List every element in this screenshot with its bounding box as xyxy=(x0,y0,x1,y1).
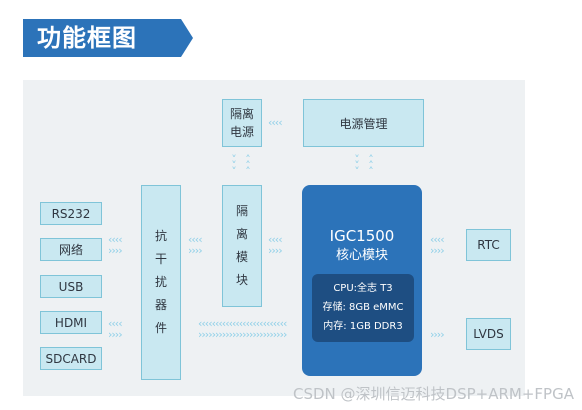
core-specs: CPU:全志 T3 存储: 8GB eMMC 内存: 1GB DDR3 xyxy=(312,274,414,342)
arrow-left-power: ‹‹‹‹ xyxy=(268,116,283,129)
arrow-right-rtc: ›››› xyxy=(430,244,445,257)
rs232-box: RS232 xyxy=(40,202,102,225)
arrow-right-long: ›››››››››››››››››››››››››› xyxy=(198,328,287,341)
isolation-module-label: 隔离模块 xyxy=(235,204,248,287)
arrow-up-core: ˄˄˄ xyxy=(368,153,374,178)
arrow-right-2: ›››› xyxy=(108,328,123,341)
rtc-box: RTC xyxy=(466,229,511,261)
arrow-left-2: ‹‹‹‹ xyxy=(108,317,123,330)
page-title: 功能框图 xyxy=(37,24,137,52)
rs232-label: RS232 xyxy=(51,206,91,221)
arrow-left-3: ‹‹‹‹ xyxy=(188,233,203,246)
arrow-up-isolation: ˄˄˄ xyxy=(245,153,251,178)
usb-label: USB xyxy=(58,279,84,294)
arrow-down-isolation: ˅˅˅ xyxy=(231,153,237,178)
anti-jam-label: 抗干扰器件 xyxy=(154,229,167,335)
arrow-left-long: ‹‹‹‹‹‹‹‹‹‹‹‹‹‹‹‹‹‹‹‹‹‹‹‹‹‹ xyxy=(198,317,287,330)
arrow-left-rtc: ‹‹‹‹ xyxy=(430,233,445,246)
memory-spec: 内存: 1GB DDR3 xyxy=(323,321,403,332)
anti-jam-box: 抗干扰器件 xyxy=(141,185,181,380)
sdcard-label: SDCARD xyxy=(45,351,97,366)
core-module: IGC1500 核心模块 CPU:全志 T3 存储: 8GB eMMC 内存: … xyxy=(302,185,422,376)
usb-box: USB xyxy=(40,275,102,298)
watermark: CSDN @深圳信迈科技DSP+ARM+FPGA xyxy=(293,385,574,403)
network-label: 网络 xyxy=(58,243,83,257)
isolation-power-label: 隔离电源 xyxy=(229,107,254,139)
title-banner: 功能框图 xyxy=(23,19,193,57)
network-box: 网络 xyxy=(40,238,102,261)
power-management-box: 电源管理 xyxy=(303,99,424,147)
core-subtitle: 核心模块 xyxy=(335,248,388,263)
rtc-label: RTC xyxy=(477,238,500,252)
arrow-left-1: ‹‹‹‹ xyxy=(108,233,123,246)
isolation-power-box: 隔离电源 xyxy=(222,99,262,147)
storage-spec: 存储: 8GB eMMC xyxy=(322,302,404,313)
cpu-spec: CPU:全志 T3 xyxy=(333,283,393,294)
hdmi-box: HDMI xyxy=(40,311,102,334)
hdmi-label: HDMI xyxy=(54,315,88,330)
arrow-left-4: ‹‹‹‹ xyxy=(268,233,283,246)
diagram-panel xyxy=(23,80,525,396)
arrow-right-3: ›››› xyxy=(188,244,203,257)
lvds-label: LVDS xyxy=(473,327,504,341)
arrow-right-4: ›››› xyxy=(268,244,283,257)
arrow-right-1: ›››› xyxy=(108,244,123,257)
core-name: IGC1500 xyxy=(329,227,395,245)
power-management-label: 电源管理 xyxy=(339,116,388,131)
arrow-down-core: ˅˅˅ xyxy=(354,153,360,178)
lvds-box: LVDS xyxy=(466,318,511,350)
isolation-module-box: 隔离模块 xyxy=(222,185,262,307)
sdcard-box: SDCARD xyxy=(40,347,102,370)
title-banner-shape xyxy=(23,19,193,57)
arrow-right-lvds: ›››› xyxy=(430,328,445,341)
